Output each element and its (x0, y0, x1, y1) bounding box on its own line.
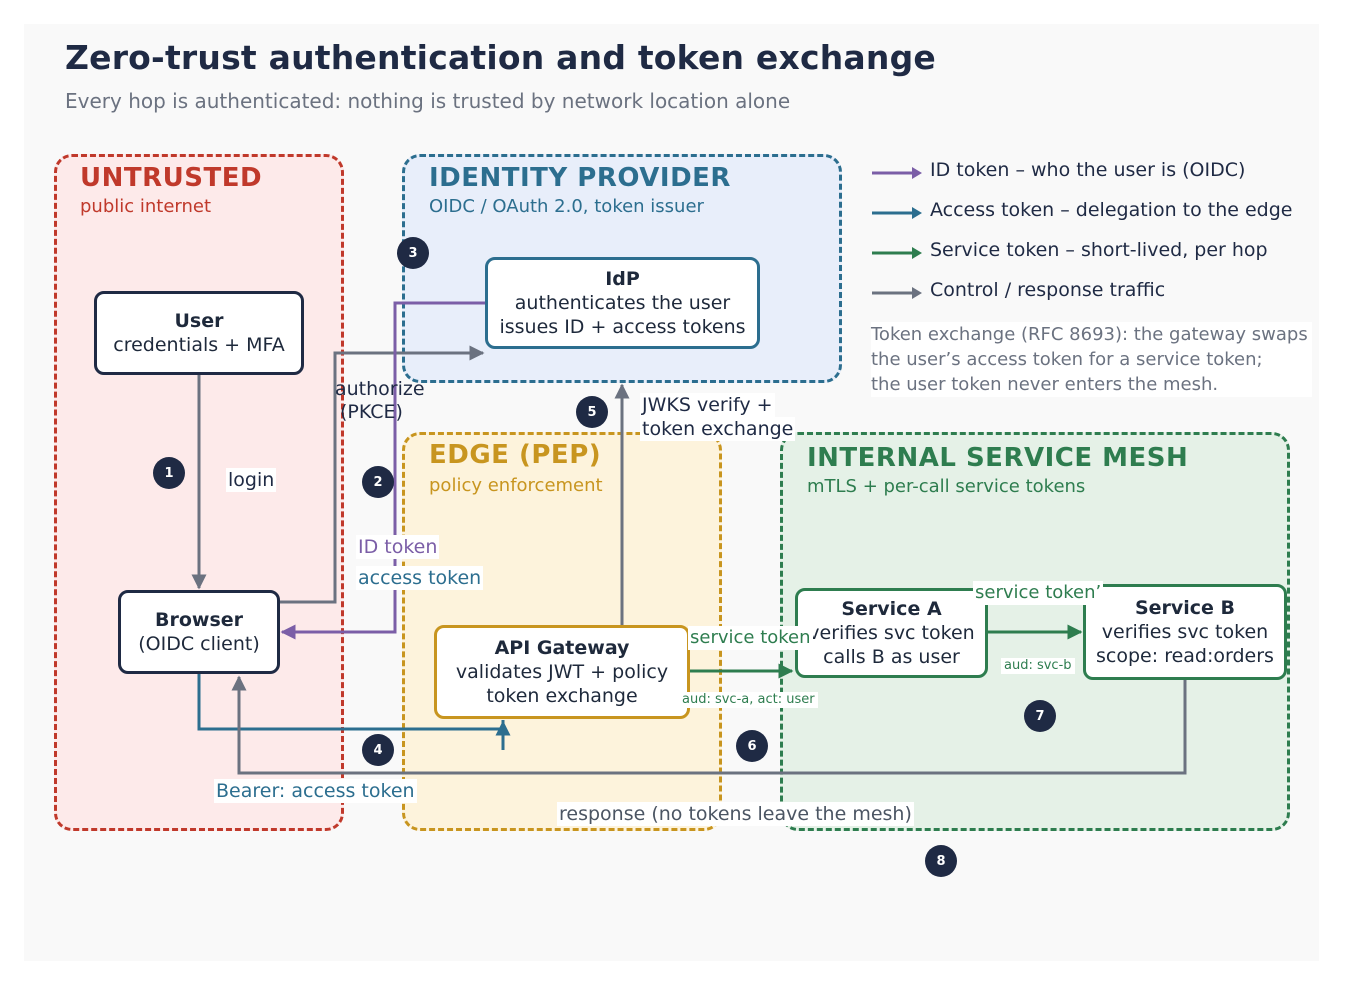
node-user[interactable]: User credentials + MFA (94, 291, 304, 375)
node-service-b-line-1: verifies svc token (1101, 621, 1269, 643)
note-line-1: Token exchange (RFC 8693): the gateway s… (871, 324, 1308, 345)
note-line-2: the user’s access token for a service to… (871, 349, 1263, 370)
zone-edge-title: EDGE (PEP) (429, 440, 602, 470)
step-badge-6: 6 (736, 730, 768, 762)
node-gateway-line-1: validates JWT + policy (455, 661, 669, 683)
legend-arrow-gray-icon (872, 287, 922, 299)
node-service-b-title: Service B (1134, 597, 1236, 619)
note-line-3: the user token never enters the mesh. (871, 374, 1219, 395)
label-aud-svc-a: aud: svc-a, act: user (679, 692, 818, 708)
node-service-b[interactable]: Service B verifies svc token scope: read… (1083, 584, 1287, 680)
node-browser-line: (OIDC client) (138, 633, 260, 655)
legend-label-service-token: Service token – short-lived, per hop (930, 239, 1268, 261)
zone-untrusted-subtitle: public internet (80, 196, 212, 217)
legend-label-control: Control / response traffic (930, 279, 1166, 301)
node-browser[interactable]: Browser (OIDC client) (118, 590, 280, 674)
label-response: response (no tokens leave the mesh) (557, 802, 914, 826)
node-api-gateway[interactable]: API Gateway validates JWT + policy token… (434, 625, 690, 719)
step-badge-7: 7 (1024, 700, 1056, 732)
label-authorize: authorize (335, 378, 425, 400)
node-service-a[interactable]: Service A verifies svc token calls B as … (795, 588, 988, 678)
node-gateway-line-2: token exchange (486, 685, 638, 707)
label-pkce: (PKCE) (340, 401, 403, 423)
diagram-subtitle: Every hop is authenticated: nothing is t… (65, 89, 791, 113)
zone-mesh-title: INTERNAL SERVICE MESH (807, 443, 1189, 473)
label-bearer: Bearer: access token (214, 779, 417, 803)
step-badge-4: 4 (362, 734, 394, 766)
node-service-a-line-2: calls B as user (823, 646, 960, 668)
label-aud-svc-b: aud: svc-b (1001, 658, 1075, 674)
node-service-b-line-2: scope: read:orders (1096, 645, 1274, 667)
edge-id-access-token (280, 301, 485, 640)
node-idp-title: IdP (605, 268, 640, 290)
diagram-title: Zero-trust authentication and token exch… (65, 38, 936, 77)
step-badge-8: 8 (925, 845, 957, 877)
edge-response (231, 675, 1187, 775)
zone-untrusted-title: UNTRUSTED (80, 163, 263, 193)
token-exchange-note: Token exchange (RFC 8693): the gateway s… (871, 322, 1312, 397)
legend-arrow-purple-icon (872, 167, 922, 179)
edge-authorize (279, 345, 485, 604)
label-jwks-1: JWKS verify + (640, 393, 775, 417)
label-service-token-prime: service token’ (973, 581, 1104, 605)
step-badge-5: 5 (576, 396, 608, 428)
label-id-token: ID token (356, 535, 440, 559)
legend-label-id-token: ID token – who the user is (OIDC) (930, 159, 1246, 181)
legend-arrow-blue-icon (872, 207, 922, 219)
zone-idp-subtitle: OIDC / OAuth 2.0, token issuer (429, 196, 704, 217)
node-gateway-title: API Gateway (494, 637, 630, 659)
node-browser-title: Browser (154, 609, 244, 631)
node-idp-line-2: issues ID + access tokens (499, 316, 746, 338)
node-user-line: credentials + MFA (113, 334, 285, 356)
step-badge-2: 2 (362, 466, 394, 498)
node-service-a-line-1: verifies svc token (808, 622, 975, 644)
zone-edge-subtitle: policy enforcement (429, 475, 603, 496)
step-badge-3: 3 (397, 237, 429, 269)
node-service-a-title: Service A (841, 598, 942, 620)
legend-arrow-green-icon (872, 247, 922, 259)
zone-idp-title: IDENTITY PROVIDER (429, 163, 731, 193)
label-access-token: access token (356, 566, 484, 590)
node-user-title: User (174, 310, 224, 332)
label-service-token: service token (688, 626, 813, 650)
node-idp[interactable]: IdP authenticates the user issues ID + a… (485, 257, 760, 349)
label-login: login (226, 468, 277, 492)
zone-mesh-subtitle: mTLS + per-call service tokens (807, 476, 1086, 497)
legend-label-access-token: Access token – delegation to the edge (930, 199, 1293, 221)
label-jwks-2: token exchange (640, 417, 796, 441)
node-idp-line-1: authenticates the user (514, 292, 731, 314)
step-badge-1: 1 (153, 457, 185, 489)
